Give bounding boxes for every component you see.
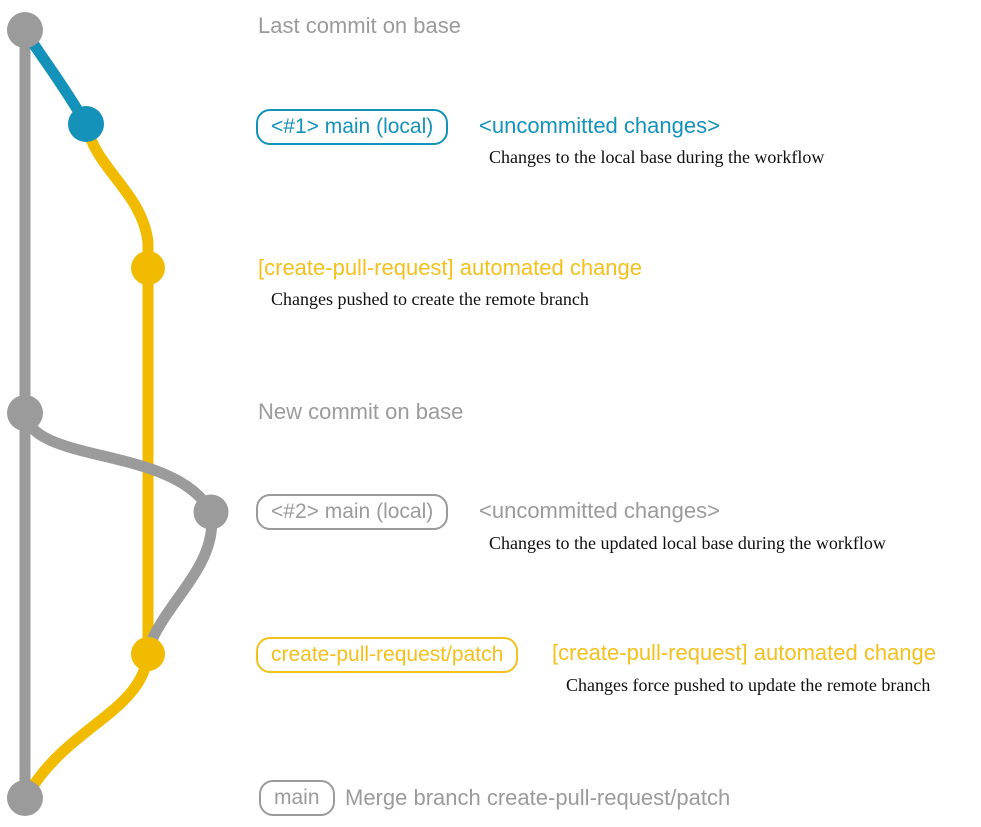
commit-node-automated-change-2 <box>131 637 165 671</box>
title-merge-branch: Merge branch create-pull-request/patch <box>345 785 731 810</box>
label-last-commit-on-base: Last commit on base <box>258 13 461 38</box>
commit-node-merge <box>7 780 43 816</box>
commit-node-new-base <box>7 395 43 431</box>
commit-node-uncommitted-1 <box>68 106 104 142</box>
desc-automated-change-1: Changes pushed to create the remote bran… <box>271 289 589 309</box>
edge-local-main-2-rebase <box>142 506 218 656</box>
edge-local-main-2 <box>19 407 217 518</box>
title-automated-change-2: [create-pull-request] automated change <box>552 640 937 665</box>
commit-node-automated-change-1 <box>131 251 165 285</box>
badge-main-local-1: <#1> main (local) <box>256 109 449 145</box>
badge-main: main <box>259 780 335 816</box>
git-graph <box>7 12 229 816</box>
edge-patch-merge <box>22 648 154 800</box>
desc-uncommitted-changes-2: Changes to the updated local base during… <box>489 533 886 553</box>
title-automated-change-1: [create-pull-request] automated change <box>258 255 643 280</box>
desc-uncommitted-changes-1: Changes to the local base during the wor… <box>489 147 825 167</box>
title-uncommitted-changes-2: <uncommitted changes> <box>479 498 720 523</box>
badge-main-local-2: <#2> main (local) <box>256 494 449 530</box>
edge-patch-branch <box>80 118 154 660</box>
desc-automated-change-2: Changes force pushed to update the remot… <box>566 675 931 695</box>
commit-node-last-base <box>7 12 43 48</box>
commit-node-uncommitted-2 <box>193 494 229 530</box>
label-new-commit-on-base: New commit on base <box>258 399 464 424</box>
badge-create-pull-request-patch: create-pull-request/patch <box>256 637 519 673</box>
title-uncommitted-changes-1: <uncommitted changes> <box>479 113 720 138</box>
